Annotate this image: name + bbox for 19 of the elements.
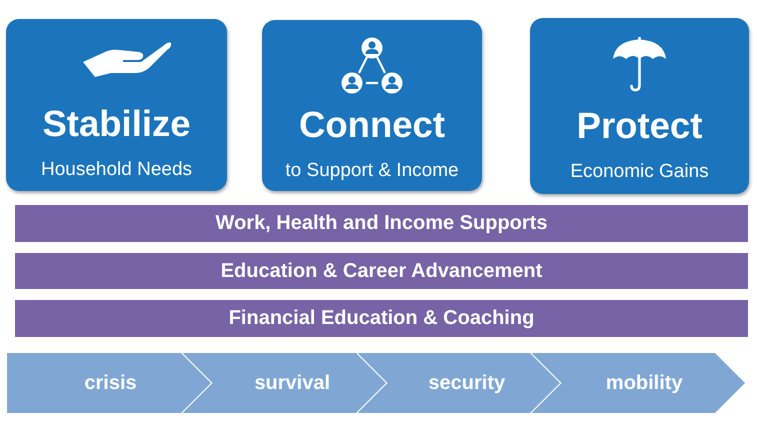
card-title: Protect: [576, 105, 702, 147]
stage-label: mobility: [606, 371, 683, 396]
card-title: Stabilize: [42, 103, 191, 145]
goal-card: [6, 19, 227, 191]
band-label: Work, Health and Income Supports: [216, 211, 548, 236]
stage-label: survival: [254, 371, 330, 396]
card-subtitle: Household Needs: [40, 159, 192, 181]
stage-label: security: [428, 371, 506, 396]
card-subtitle: Economic Gains: [570, 161, 709, 183]
service-band: [15, 205, 748, 242]
stage-label: crisis: [84, 371, 137, 396]
goal-card: [530, 18, 749, 194]
band-label: Education & Career Advancement: [220, 258, 542, 284]
goal-card: [262, 20, 482, 191]
card-subtitle: to Support & Income: [285, 160, 459, 182]
band-label: Financial Education & Coaching: [228, 306, 534, 331]
card-title: Connect: [299, 104, 445, 146]
service-band: [15, 300, 748, 337]
service-band: [15, 253, 748, 289]
